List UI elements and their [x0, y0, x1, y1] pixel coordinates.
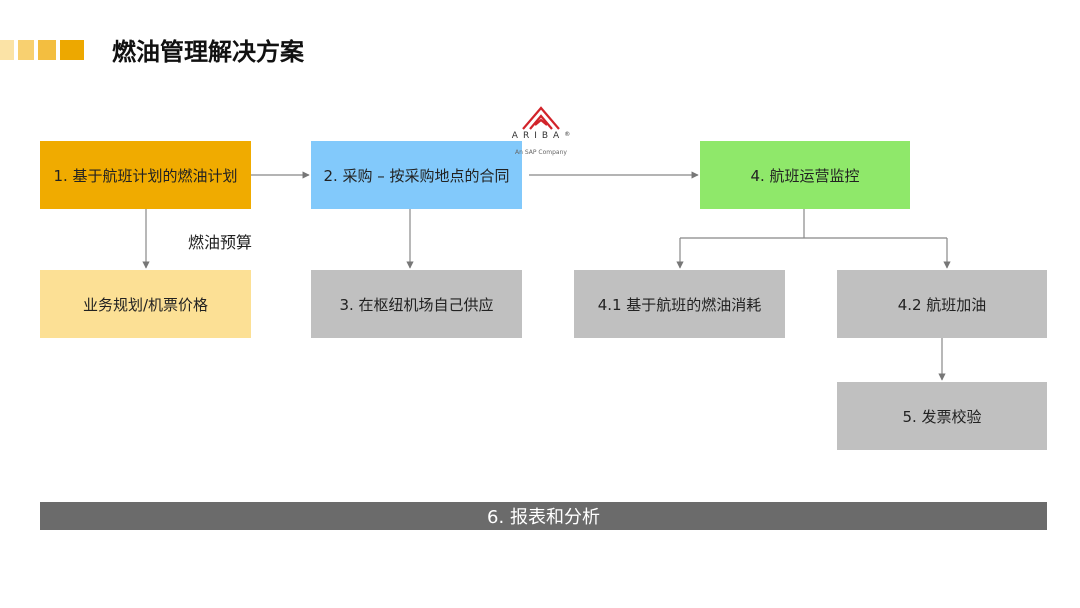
title-accent-bar — [0, 40, 14, 60]
business-planning-box: 业务规划/机票价格 — [40, 270, 251, 338]
step-4-2-refueling-box: 4.2 航班加油 — [837, 270, 1047, 338]
step-4-1-fuel-consumption-box: 4.1 基于航班的燃油消耗 — [574, 270, 785, 338]
step-2-procurement-box: 2. 采购 – 按采购地点的合同 — [311, 141, 522, 209]
reporting-analysis-bar: 6. 报表和分析 — [40, 502, 1047, 530]
step-1-fuel-planning-box: 1. 基于航班计划的燃油计划 — [40, 141, 251, 209]
page-title: 燃油管理解决方案 — [112, 38, 304, 66]
title-accent-bar — [18, 40, 34, 60]
step-4-flight-monitoring-box: 4. 航班运营监控 — [700, 141, 910, 209]
ariba-wordmark: ARIBA® — [511, 131, 571, 141]
title-accent-bar — [60, 40, 84, 60]
ariba-logo: ARIBA® An SAP Company — [505, 105, 577, 163]
step-3-hub-supply-box: 3. 在枢纽机场自己供应 — [311, 270, 522, 338]
ariba-subtitle: An SAP Company — [515, 149, 567, 156]
fuel-budget-edge-label: 燃油预算 — [188, 233, 253, 252]
title-accent-bar — [38, 40, 56, 60]
step-5-invoice-verification-box: 5. 发票校验 — [837, 382, 1047, 450]
ariba-mark-icon — [522, 106, 560, 130]
